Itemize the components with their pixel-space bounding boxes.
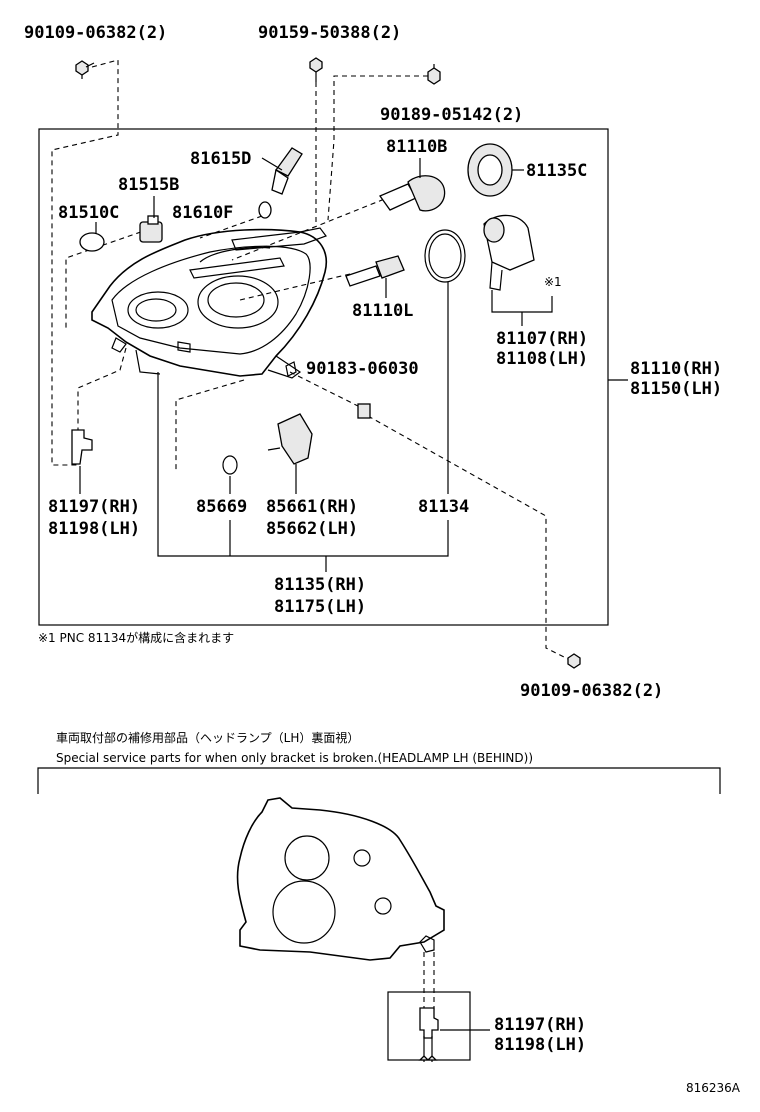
screw-90109-top-icon (75, 60, 95, 79)
bolt-90159-icon (309, 57, 323, 82)
leader-rear-bracket (423, 952, 435, 1010)
socket-81107-icon (483, 214, 535, 291)
label-85662-lh: 85662(LH) (266, 519, 358, 539)
label-81110-rh: 81110(RH) (630, 359, 722, 379)
special-title-en: Special service parts for when only brac… (56, 751, 533, 765)
bulb-81615D-icon (271, 147, 303, 195)
leader-81610F (199, 215, 263, 239)
actuator-85661-icon (267, 413, 313, 465)
headlamp-rear-view (236, 797, 445, 961)
label-90159-50388: 90159-50388(2) (258, 23, 401, 43)
label-note-mark-1: ※1 (544, 275, 562, 289)
bracket-81197-icon (71, 429, 93, 465)
label-85669: 85669 (196, 497, 247, 517)
leader-90183 (289, 371, 363, 409)
leader-81107-bracket (491, 290, 553, 326)
label-81515B: 81515B (118, 175, 179, 195)
leader-screw-top (51, 59, 119, 466)
label-90109-06382-top: 90109-06382(2) (24, 23, 167, 43)
leader-81135-bracket (157, 282, 449, 572)
label-81615D: 81615D (190, 149, 251, 169)
leader-81515B (65, 225, 159, 330)
leader-screw-bottom (367, 415, 571, 661)
bracket-81197-detail-icon (418, 1007, 439, 1062)
screw-90109-bottom-icon (567, 653, 581, 669)
label-81175-lh: 81175(LH) (274, 597, 366, 617)
label-81198-lh-bottom: 81198(LH) (494, 1035, 586, 1055)
leader-81615D (261, 157, 283, 171)
label-85661-rh: 85661(RH) (266, 497, 358, 517)
label-81107-rh: 81107(RH) (496, 329, 588, 349)
label-81110B: 81110B (386, 137, 447, 157)
bulb-81110B-icon (379, 175, 446, 212)
label-81134: 81134 (418, 497, 469, 517)
label-81150-lh: 81150(LH) (630, 379, 722, 399)
label-81135C: 81135C (526, 161, 587, 181)
bulb-81110L-icon (345, 255, 405, 287)
label-81610F: 81610F (172, 203, 233, 223)
bulb-81510C-icon (79, 232, 105, 252)
special-title-jp: 車両取付部の補修用部品（ヘッドランプ（LH）裏面視） (56, 730, 359, 745)
label-81197-rh-bottom: 81197(RH) (494, 1015, 586, 1035)
label-90189-05142: 90189-05142(2) (380, 105, 523, 125)
footnote: ※1 PNC 81134が構成に含まれます (38, 630, 234, 645)
label-81197-rh: 81197(RH) (48, 497, 140, 517)
ring-81135C-icon (467, 143, 513, 197)
oring-81134-icon (424, 229, 466, 283)
leader-85661 (175, 379, 245, 470)
assembly-frame (38, 128, 609, 626)
label-90109-06382-bottom: 90109-06382(2) (520, 681, 663, 701)
label-90183-06030: 90183-06030 (306, 359, 419, 379)
leader-81110B (231, 195, 393, 261)
clip-90183-icon (357, 403, 371, 419)
oring-85669-icon (222, 455, 238, 475)
socket-81515B-icon (139, 215, 163, 243)
nut-90189-icon (427, 64, 441, 85)
label-81135-rh: 81135(RH) (274, 575, 366, 595)
label-81198-lh: 81198(LH) (48, 519, 140, 539)
leader-nut-90189 (327, 75, 428, 221)
leader-bracket-81197 (77, 347, 127, 430)
headlamp-housing (91, 227, 327, 379)
special-section-frame (37, 767, 721, 794)
bulb-81610F-icon (258, 201, 272, 219)
leader-81110L (239, 273, 351, 301)
label-81108-lh: 81108(LH) (496, 349, 588, 369)
label-81110L: 81110L (352, 301, 413, 321)
label-81510C: 81510C (58, 203, 119, 223)
diagram-id: 816236A (686, 1081, 741, 1095)
